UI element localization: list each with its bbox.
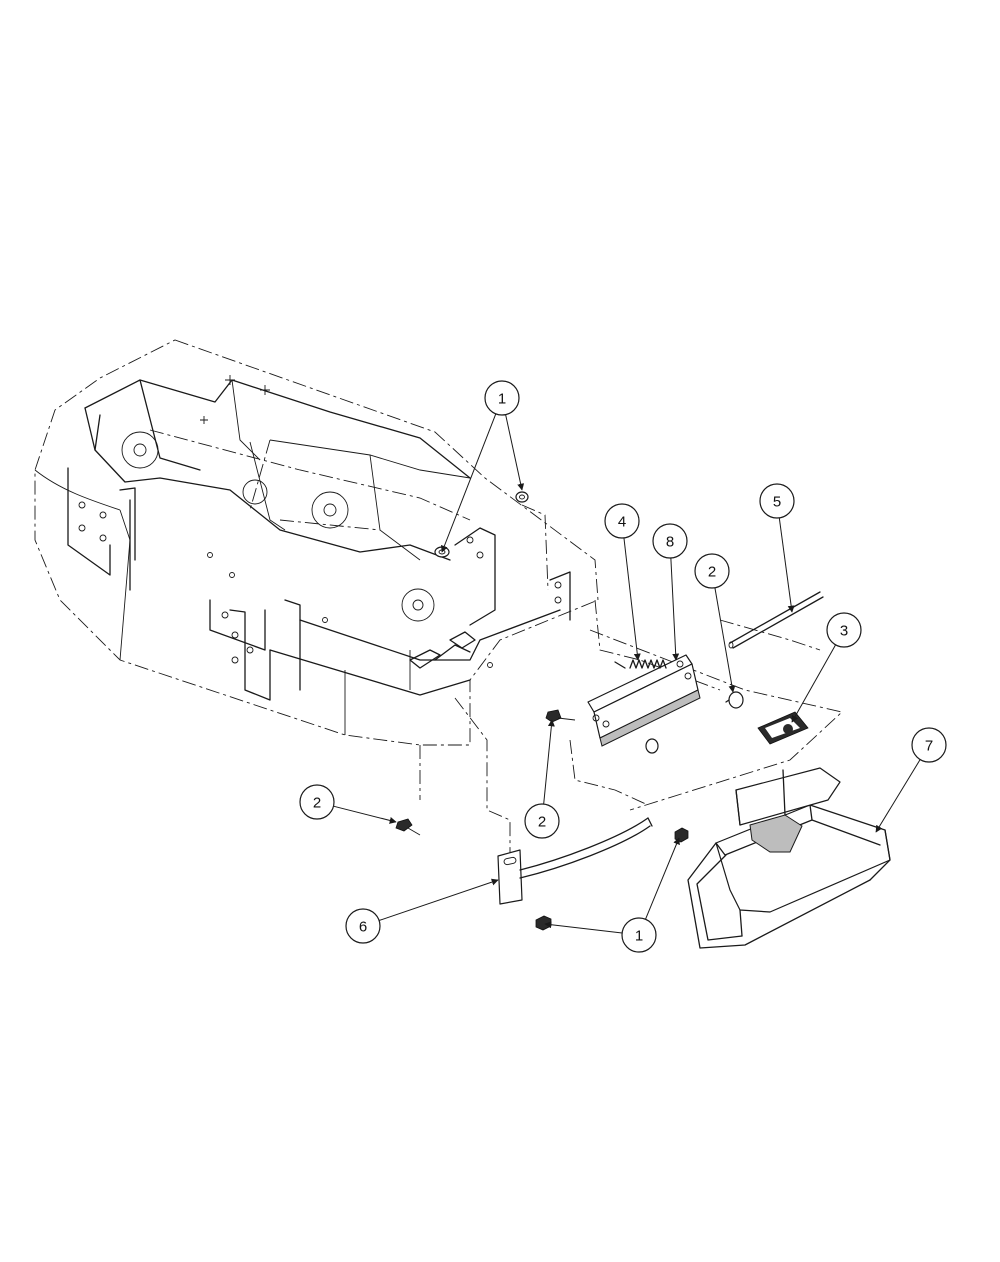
callout-number: 2 xyxy=(708,564,716,581)
hinge-rod xyxy=(728,591,824,649)
callout-number: 6 xyxy=(359,919,367,936)
callout-number: 5 xyxy=(773,494,781,511)
callout-circle xyxy=(345,908,381,944)
callout-leader xyxy=(778,517,795,613)
hinge-bracket xyxy=(587,654,701,747)
nut-upper-right xyxy=(515,491,549,591)
nut-lower-center xyxy=(535,915,552,931)
callout-circle xyxy=(826,612,862,648)
callout-leader xyxy=(378,878,499,921)
callout-number: 7 xyxy=(925,738,933,755)
clevis-pin-lower xyxy=(645,738,659,754)
callout-c2b: 2 xyxy=(299,784,397,824)
callout-leader xyxy=(714,587,736,693)
torsion-spring xyxy=(614,659,667,669)
deflector-rod xyxy=(497,817,653,905)
discharge-chute xyxy=(687,767,891,949)
callout-number: 1 xyxy=(635,928,643,945)
callout-circle xyxy=(911,727,947,763)
callout-c2a: 2 xyxy=(694,553,736,693)
callout-c6: 6 xyxy=(345,878,499,944)
callout-c5: 5 xyxy=(759,483,795,613)
callout-c1a: 1 xyxy=(441,380,525,553)
callout-circle xyxy=(484,380,520,416)
callout-circle xyxy=(652,523,688,559)
bolt-center xyxy=(545,709,576,723)
callout-leader xyxy=(670,557,680,661)
callout-number: 2 xyxy=(313,795,321,812)
callout-circle xyxy=(621,917,657,953)
callout-c2c: 2 xyxy=(524,719,560,839)
callout-leader xyxy=(623,537,641,661)
callout-leader xyxy=(333,805,397,824)
callout-leader xyxy=(544,921,623,934)
clevis-pin-upper xyxy=(725,691,744,709)
warning-decal xyxy=(757,711,809,745)
callout-number: 4 xyxy=(618,514,626,531)
callout-leader xyxy=(645,837,680,920)
callout-circle xyxy=(759,483,795,519)
callout-circle xyxy=(694,553,730,589)
callout-c1b: 1 xyxy=(544,837,680,953)
mower-deck xyxy=(34,339,721,800)
callout-leader xyxy=(875,759,921,833)
nut-lower-right xyxy=(674,827,689,843)
callout-c3: 3 xyxy=(791,612,862,723)
callout-circle xyxy=(299,784,335,820)
callout-c7: 7 xyxy=(875,727,947,833)
callout-leader xyxy=(543,719,555,805)
callout-leader xyxy=(791,644,837,723)
callout-leader xyxy=(441,413,497,553)
callout-number: 2 xyxy=(538,814,546,831)
callout-number: 8 xyxy=(666,534,674,551)
callout-leader xyxy=(505,414,525,491)
callout-c4: 4 xyxy=(604,503,641,661)
bolt-left xyxy=(395,818,421,836)
callout-circle xyxy=(524,803,560,839)
callout-number: 1 xyxy=(498,391,506,408)
callout-circle xyxy=(604,503,640,539)
callout-number: 3 xyxy=(840,623,848,640)
callout-c8: 8 xyxy=(652,523,688,661)
